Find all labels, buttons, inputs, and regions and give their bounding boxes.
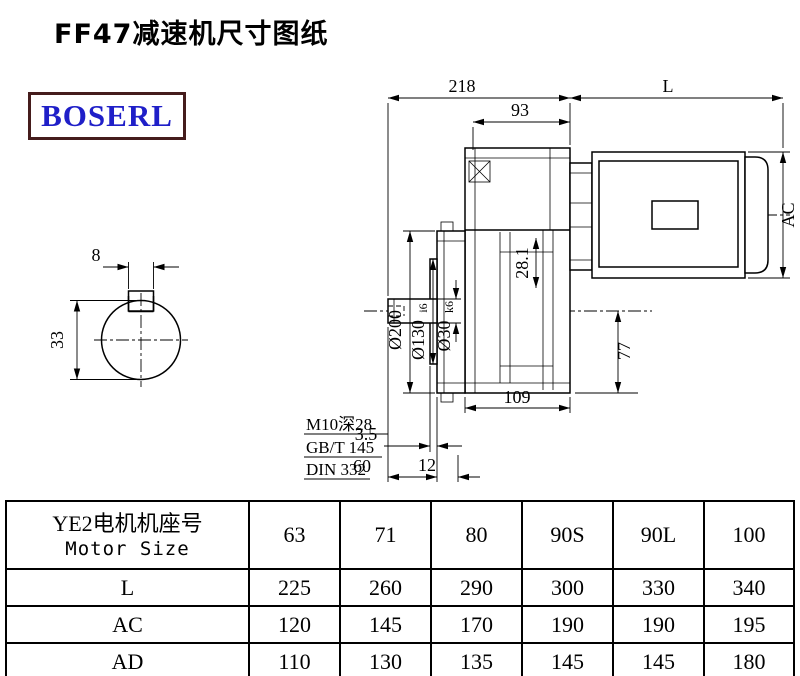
table-row-L: L 225 260 290 300 330 340 [5, 568, 795, 607]
table-cell: 145 [339, 605, 432, 644]
dim-dia200: Ø200 [385, 230, 435, 394]
table-cell: 145 [612, 642, 705, 676]
table-cell: 190 [612, 605, 705, 644]
gearbox-main-view [364, 147, 790, 403]
size-column-90L: 90L [612, 500, 705, 570]
table-cell: 225 [248, 568, 341, 607]
dim-77: 77 [575, 311, 638, 394]
dimensions: 218 L 93 AC 28.1 [353, 76, 798, 482]
dim-60: 60 [353, 327, 438, 482]
table-cell: 120 [248, 605, 341, 644]
dim-dia30-label: Ø30 [434, 321, 454, 352]
dim-12-label: 12 [418, 455, 436, 475]
dim-8-label: 8 [92, 245, 101, 265]
dim-77-label: 77 [614, 342, 634, 360]
dim-93: 93 [472, 100, 570, 150]
note-thread: M10深28 [306, 415, 372, 434]
dim-93-label: 93 [511, 100, 529, 120]
note-din-standard: DIN 332 [306, 460, 366, 479]
size-column-90S: 90S [521, 500, 614, 570]
dim-33-label: 33 [47, 331, 67, 349]
dim-109-label: 109 [504, 387, 531, 407]
dim-L-label: L [663, 76, 674, 96]
motor-size-header-cn: YE2电机机座号 [52, 511, 203, 537]
table-cell: 130 [339, 642, 432, 676]
size-column-71: 71 [339, 500, 432, 570]
table-cell: 170 [430, 605, 523, 644]
table-cell: 340 [703, 568, 795, 607]
technical-drawing: 8 33 [47, 76, 798, 482]
table-cell: 290 [430, 568, 523, 607]
row-label-AD: AD [5, 642, 250, 676]
brand-logo-text: BOSERL [41, 98, 173, 133]
table-row-AD: AD 110 130 135 145 145 180 [5, 642, 795, 676]
table-cell: 300 [521, 568, 614, 607]
dimension-table: YE2电机机座号 Motor Size 63 71 80 90S 90L 100… [5, 500, 795, 676]
dim-28-1: 28.1 [512, 238, 540, 288]
dim-AC-label: AC [778, 202, 798, 227]
motor-size-header-en: Motor Size [65, 537, 190, 560]
motor-size-header: YE2电机机座号 Motor Size [5, 500, 250, 570]
table-cell: 190 [521, 605, 614, 644]
shaft-notes: M10深28 GB/T 145 DIN 332 [304, 415, 388, 480]
dim-109: 109 [464, 387, 571, 413]
dim-dia30-tolerance: k6 [442, 301, 456, 313]
shaft-end-view: 8 33 [47, 245, 188, 387]
dim-dia200-label: Ø200 [385, 310, 405, 350]
dim-dia130: Ø130 i6 [408, 259, 437, 364]
note-gbt-standard: GB/T 145 [306, 438, 374, 457]
row-label-AC: AC [5, 605, 250, 644]
brand-logo: BOSERL [28, 92, 186, 140]
table-cell: 135 [430, 642, 523, 676]
table-cell: 195 [703, 605, 795, 644]
table-row-AC: AC 120 145 170 190 190 195 [5, 605, 795, 644]
table-cell: 330 [612, 568, 705, 607]
dim-218: 218 [387, 76, 571, 296]
dim-218-label: 218 [449, 76, 476, 96]
dim-AC: AC [748, 151, 798, 279]
dim-dia130-label: Ø130 [408, 320, 428, 360]
size-column-63: 63 [248, 500, 341, 570]
dim-8: 8 [92, 245, 179, 289]
size-column-80: 80 [430, 500, 523, 570]
dim-60-label: 60 [353, 456, 371, 476]
page-title: FF47减速机尺寸图纸 [54, 19, 329, 50]
size-column-100: 100 [703, 500, 795, 570]
dim-28-1-label: 28.1 [512, 247, 532, 279]
table-cell: 110 [248, 642, 341, 676]
dim-33: 33 [47, 300, 136, 380]
dim-12: 12 [418, 455, 480, 482]
dim-dia30: Ø30 k6 [434, 280, 461, 352]
table-header-row: YE2电机机座号 Motor Size 63 71 80 90S 90L 100 [5, 500, 795, 570]
dim-L: L [570, 76, 784, 148]
row-label-L: L [5, 568, 250, 607]
dim-dia130-tolerance: i6 [416, 303, 430, 312]
table-cell: 180 [703, 642, 795, 676]
table-cell: 145 [521, 642, 614, 676]
table-cell: 260 [339, 568, 432, 607]
